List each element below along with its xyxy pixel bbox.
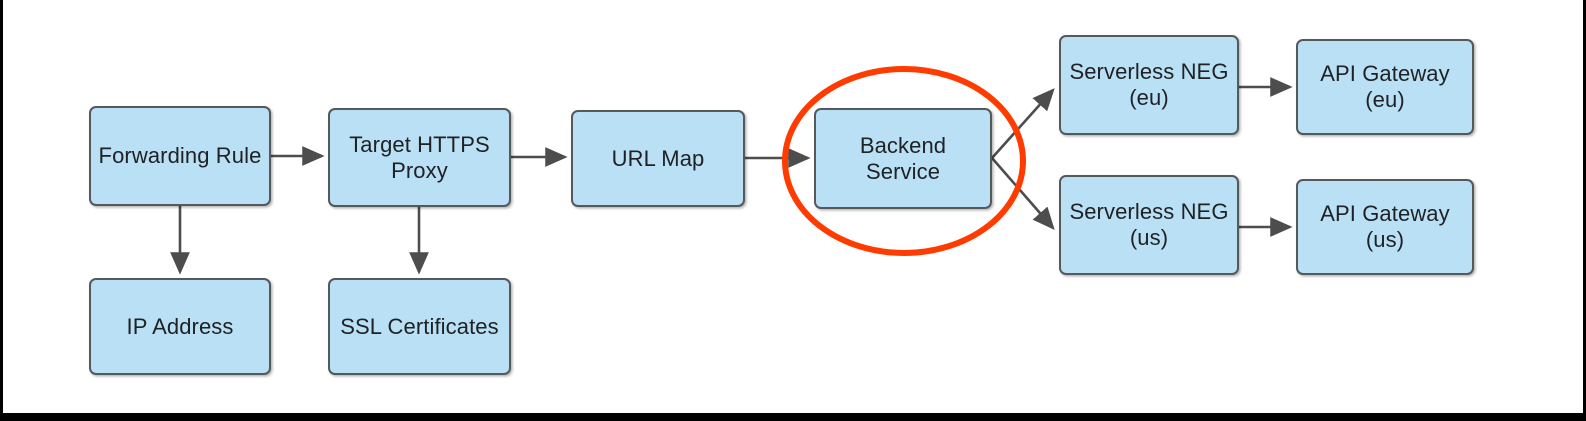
node-backend-service[interactable]: Backend Service (814, 108, 992, 209)
node-api-gateway-us-label: API Gateway (us) (1320, 201, 1450, 252)
node-ssl-certificates-label: SSL Certificates (340, 313, 499, 339)
edge-backend-service-to-serverless-neg-eu (991, 88, 1055, 159)
node-url-map[interactable]: URL Map (571, 110, 745, 207)
node-url-map-label: URL Map (611, 145, 705, 171)
node-serverless-neg-eu[interactable]: Serverless NEG (eu) (1059, 35, 1239, 135)
node-backend-service-label: Backend Service (859, 132, 947, 184)
node-serverless-neg-eu-label: Serverless NEG (eu) (1069, 59, 1229, 110)
node-forwarding-rule[interactable]: Forwarding Rule (89, 106, 271, 206)
node-forwarding-rule-label: Forwarding Rule (98, 143, 262, 169)
node-target-https-proxy[interactable]: Target HTTPS Proxy (328, 108, 511, 207)
node-target-https-proxy-label: Target HTTPS Proxy (349, 131, 490, 183)
page-border-right (1583, 0, 1586, 421)
backend-service-highlight-ellipse (782, 66, 1026, 256)
page-border-left (0, 0, 3, 421)
node-ssl-certificates[interactable]: SSL Certificates (328, 278, 511, 375)
node-api-gateway-us[interactable]: API Gateway (us) (1296, 179, 1474, 275)
node-serverless-neg-us-label: Serverless NEG (us) (1069, 199, 1229, 250)
node-ip-address[interactable]: IP Address (89, 278, 271, 375)
node-ip-address-label: IP Address (126, 313, 234, 339)
node-api-gateway-eu-label: API Gateway (eu) (1320, 61, 1450, 112)
node-api-gateway-eu[interactable]: API Gateway (eu) (1296, 39, 1474, 135)
edge-backend-service-to-serverless-neg-us (991, 157, 1055, 230)
node-serverless-neg-us[interactable]: Serverless NEG (us) (1059, 175, 1239, 275)
page-border-bottom (0, 413, 1586, 421)
